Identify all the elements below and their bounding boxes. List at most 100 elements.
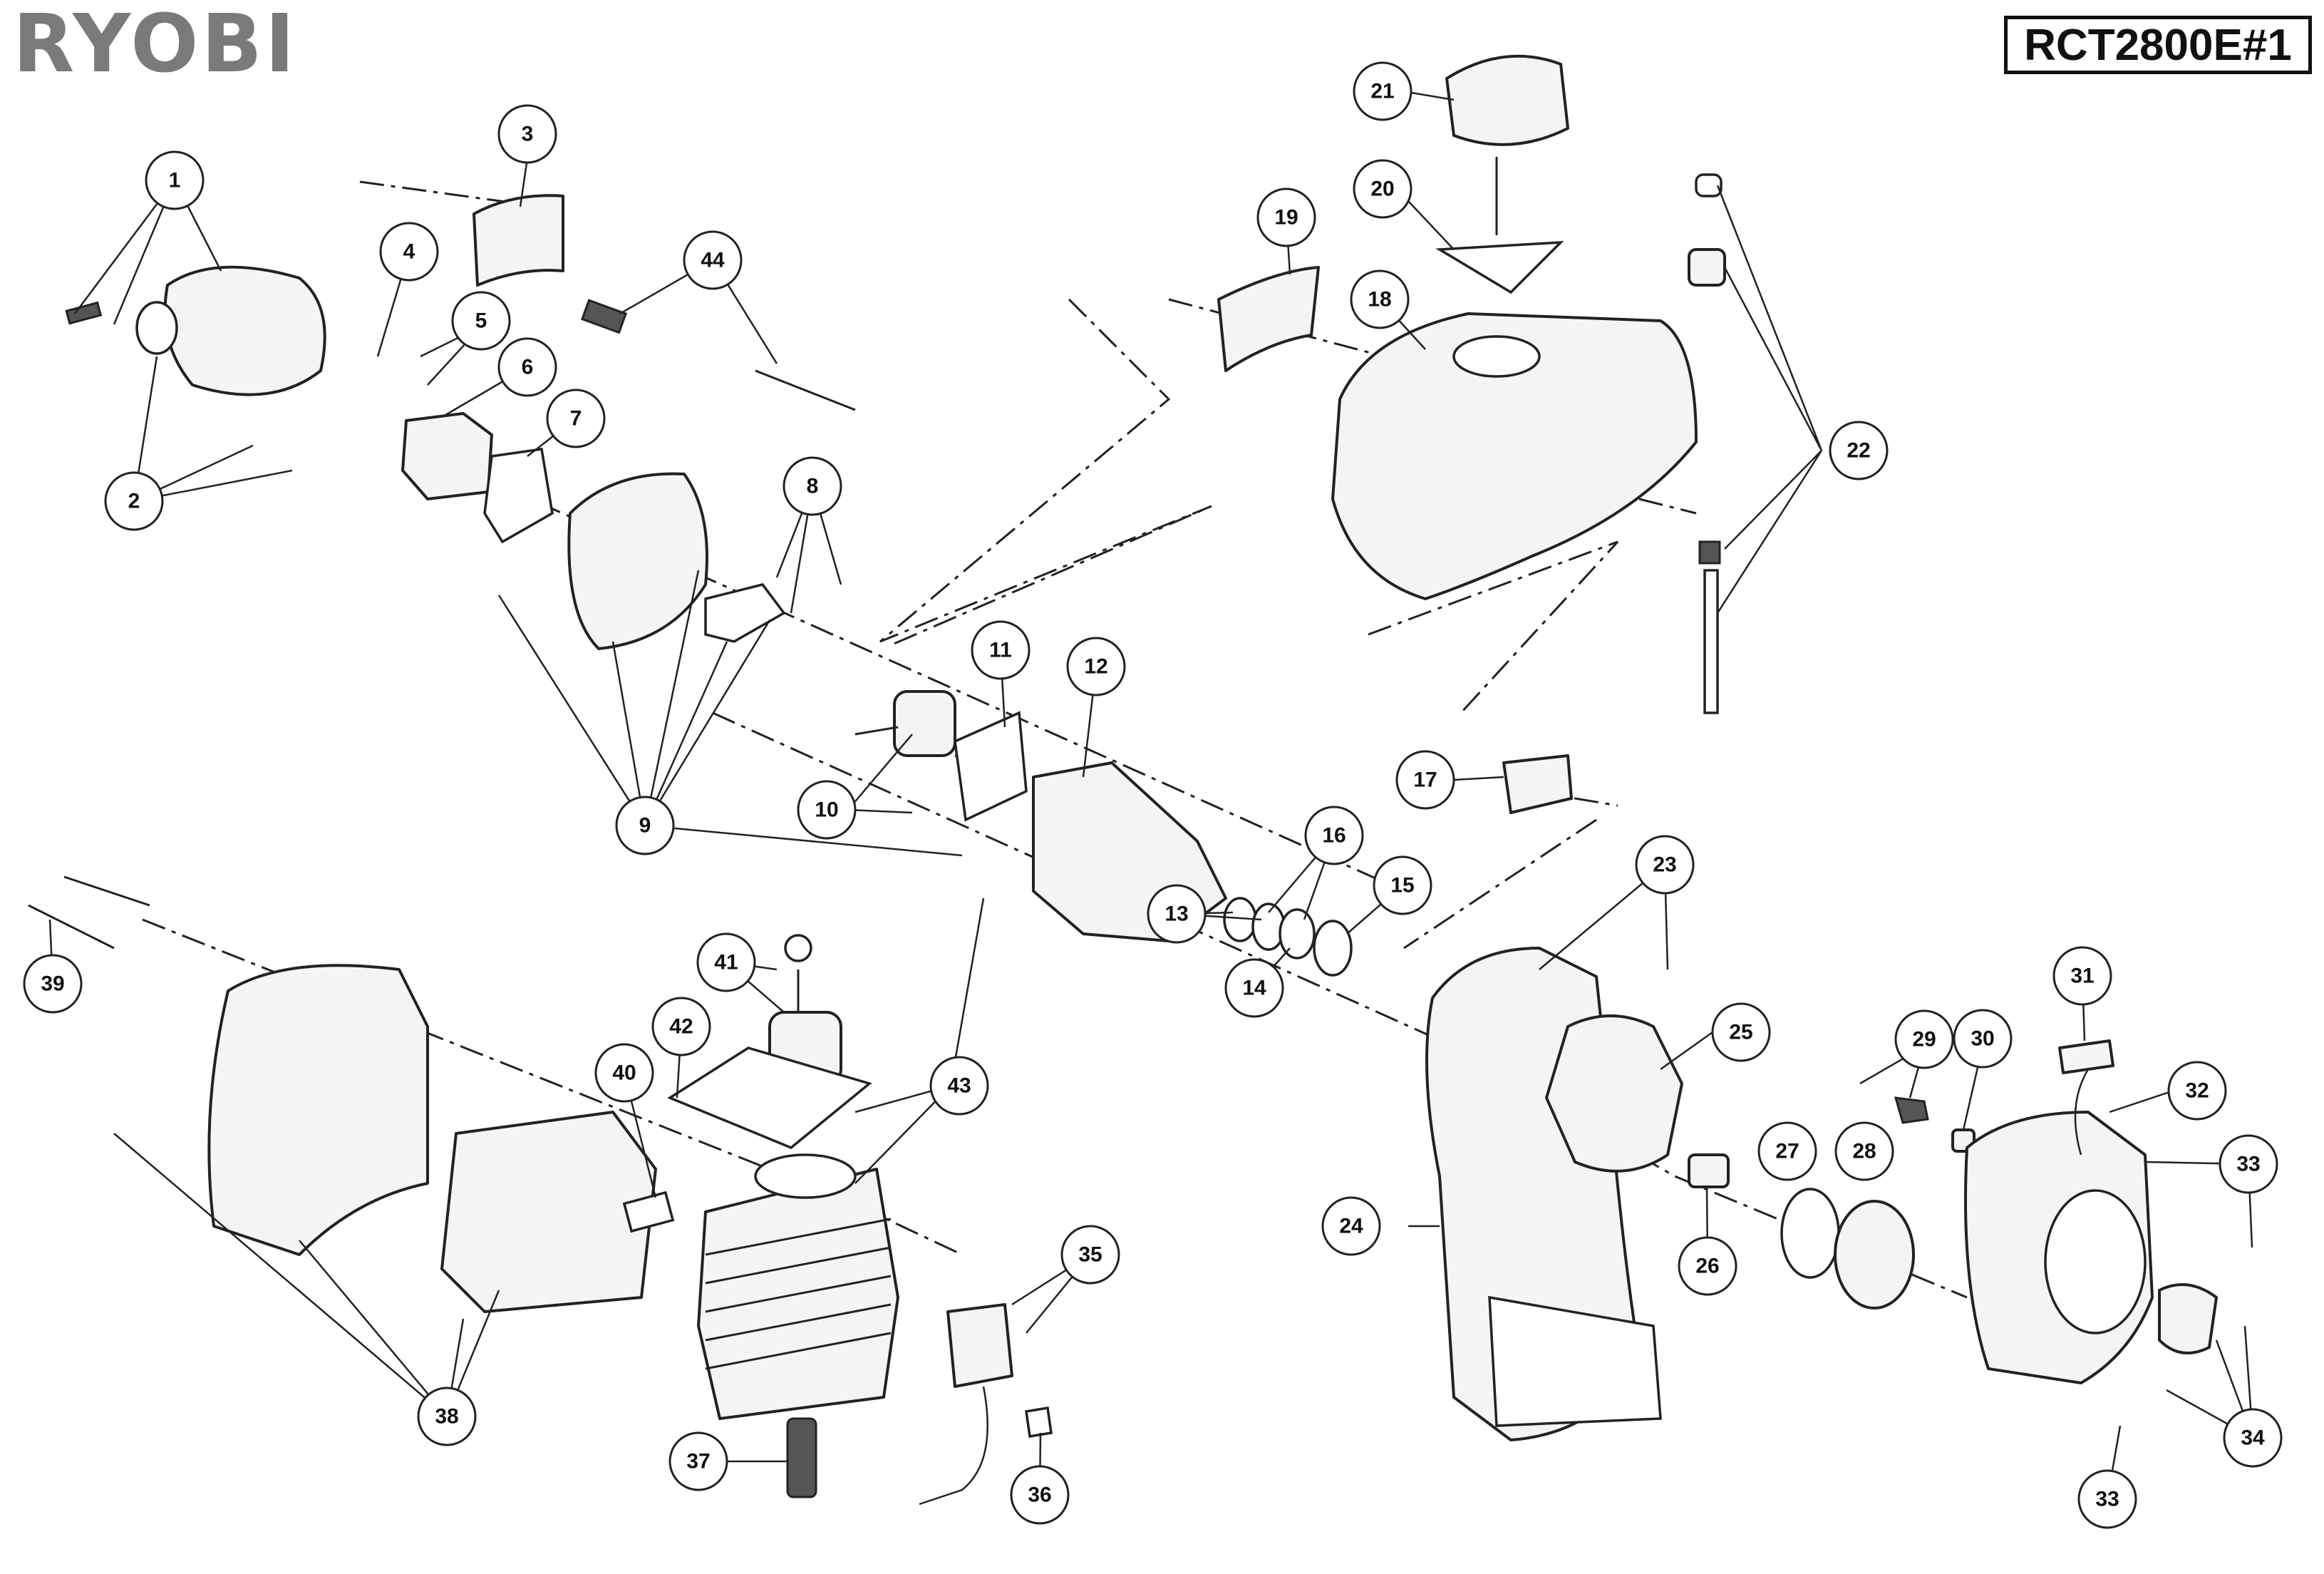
svg-text:22: 22: [1847, 439, 1870, 463]
svg-text:5: 5: [475, 309, 487, 333]
svg-text:3: 3: [522, 123, 534, 146]
callout-6: 6: [497, 337, 557, 397]
svg-text:29: 29: [1912, 1028, 1936, 1051]
svg-text:20: 20: [1370, 178, 1394, 201]
callout-35: 35: [1060, 1225, 1120, 1285]
assembly-line-tank: [879, 298, 1619, 714]
svg-text:2: 2: [128, 490, 140, 513]
callout-4: 4: [379, 222, 439, 282]
callout-2: 2: [104, 471, 164, 531]
part-air-filter: [472, 194, 564, 287]
callout-10: 10: [797, 780, 857, 840]
part-carburetor: [401, 412, 493, 500]
callout-24: 24: [1321, 1196, 1381, 1256]
part-reed-plate: [704, 583, 786, 643]
part-pulley: [1688, 1153, 1730, 1188]
part-cylinder: [697, 1153, 899, 1420]
part-ignition-wire: [919, 1386, 988, 1506]
svg-text:39: 39: [41, 972, 64, 996]
callout-3: 3: [497, 104, 557, 164]
callout-12: 12: [1066, 637, 1126, 696]
callout-39: 39: [23, 954, 83, 1014]
callout-31: 31: [2052, 946, 2112, 1006]
callout-25: 25: [1711, 1002, 1771, 1062]
svg-text:11: 11: [989, 639, 1012, 662]
callout-43: 43: [929, 1056, 989, 1116]
part-tank-strap: [1217, 266, 1320, 372]
callout-33-top: 33: [2219, 1134, 2278, 1194]
part-cylinder-gasket: [667, 1046, 872, 1150]
callout-41: 41: [696, 932, 756, 992]
callout-40: 40: [594, 1043, 654, 1103]
part-handle-clamp: [2158, 1283, 2218, 1354]
svg-text:37: 37: [686, 1450, 710, 1473]
callout-37: 37: [668, 1431, 728, 1491]
part-ignition-coil: [946, 1303, 1013, 1388]
part-mount-bracket: [1502, 754, 1573, 814]
svg-text:38: 38: [435, 1405, 458, 1429]
svg-text:15: 15: [1390, 874, 1414, 897]
svg-text:9: 9: [639, 814, 651, 838]
svg-text:28: 28: [1852, 1140, 1876, 1163]
svg-text:13: 13: [1164, 902, 1188, 926]
callout-5: 5: [451, 291, 511, 351]
svg-text:17: 17: [1413, 768, 1437, 792]
svg-text:7: 7: [570, 407, 582, 431]
svg-text:14: 14: [1242, 977, 1266, 1000]
svg-text:32: 32: [2185, 1079, 2209, 1103]
svg-text:10: 10: [815, 798, 838, 822]
callout-22: 22: [1829, 421, 1889, 480]
svg-text:36: 36: [1028, 1483, 1051, 1507]
model-number-box: RCT2800E#1: [2004, 16, 2312, 74]
callout-20: 20: [1353, 159, 1413, 219]
part-fuel-line: [1688, 173, 1726, 714]
callout-1: 1: [145, 150, 205, 210]
part-fuel-tank-neck: [1452, 335, 1541, 378]
svg-text:18: 18: [1368, 288, 1391, 312]
callout-7: 7: [546, 389, 606, 448]
callout-18: 18: [1350, 269, 1410, 329]
part-fuel-cap: [1445, 54, 1569, 235]
part-flywheel: [1545, 1014, 1683, 1173]
svg-text:4: 4: [403, 240, 415, 264]
svg-text:23: 23: [1653, 853, 1676, 877]
svg-text:24: 24: [1339, 1215, 1363, 1238]
callout-36: 36: [1010, 1465, 1070, 1525]
callout-26: 26: [1678, 1236, 1737, 1296]
callout-bubbles: 1 2 3 4 5 6 7 8 9 10 11 12 13 14 15 16 1…: [23, 61, 2283, 1529]
callout-14: 14: [1224, 958, 1284, 1018]
part-fuel-tank: [1331, 312, 1698, 600]
svg-text:1: 1: [169, 169, 181, 192]
part-starter-hub: [2044, 1189, 2147, 1334]
callout-13: 13: [1147, 884, 1207, 944]
callout-44: 44: [683, 230, 743, 290]
callout-16: 16: [1304, 806, 1364, 865]
svg-text:21: 21: [1370, 80, 1394, 103]
svg-text:33: 33: [2095, 1488, 2119, 1511]
svg-text:40: 40: [612, 1061, 636, 1085]
svg-text:35: 35: [1078, 1243, 1102, 1267]
part-primer-nozzle: [580, 299, 856, 411]
part-seal-rings: [1223, 897, 1353, 977]
svg-text:43: 43: [947, 1074, 971, 1098]
part-engine-handle: [1488, 1295, 1662, 1427]
svg-text:26: 26: [1695, 1255, 1719, 1278]
svg-text:41: 41: [714, 951, 738, 974]
part-crankcase-gasket: [954, 711, 1028, 822]
svg-text:27: 27: [1775, 1140, 1799, 1163]
svg-text:8: 8: [807, 475, 819, 498]
part-muffler-cover: [207, 964, 429, 1256]
callout-42: 42: [651, 997, 711, 1056]
svg-text:44: 44: [701, 249, 725, 272]
leader-lines: [48, 91, 2254, 1500]
part-starter-handle: [2058, 1039, 2114, 1074]
part-spark-plug: [786, 1417, 817, 1498]
part-muffler: [440, 1111, 657, 1313]
callout-38: 38: [417, 1387, 477, 1446]
part-carb-housing: [567, 472, 708, 650]
callout-11: 11: [971, 620, 1031, 680]
svg-text:6: 6: [522, 356, 534, 379]
callout-19: 19: [1256, 187, 1316, 247]
model-number: RCT2800E#1: [2024, 20, 2292, 70]
